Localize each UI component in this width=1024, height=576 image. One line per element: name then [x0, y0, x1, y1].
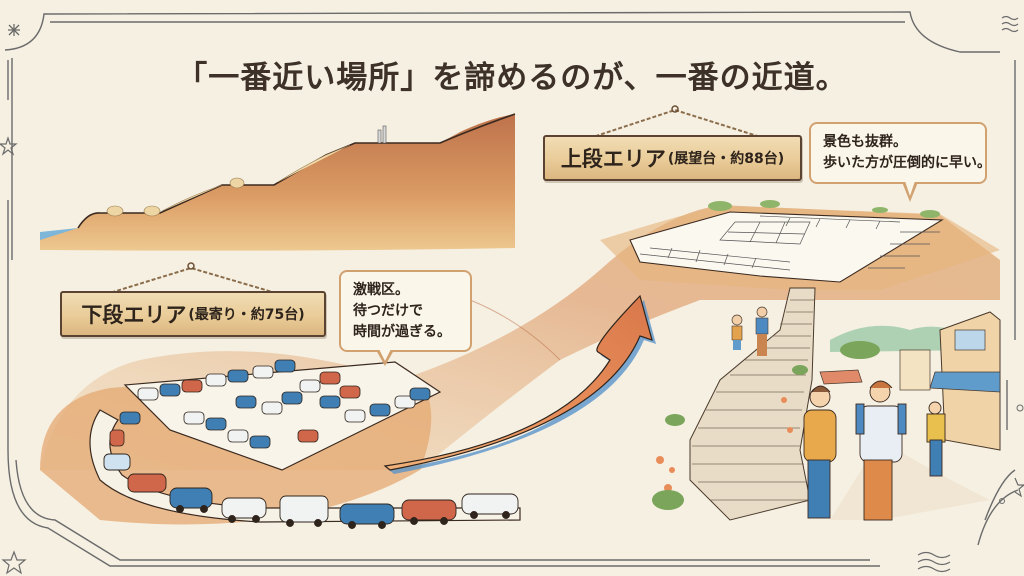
- shopping-street-icon: [819, 311, 1001, 520]
- lower-area-sign: 下段エリア (最寄り・約75台): [60, 291, 326, 337]
- hillside-cross-section-icon: [40, 113, 516, 251]
- upper-area-sign: 上段エリア (展望台・約88台): [543, 135, 802, 181]
- rope-icon: [99, 262, 287, 297]
- bubble-line: 歩いた方が圧倒的に早い。: [823, 155, 991, 171]
- lower-area-sign-capacity: (最寄り・約75台): [188, 307, 305, 323]
- lower-area-sign-title: 下段エリア: [81, 303, 187, 327]
- lower-area-speech-bubble: 激戦区。 待つだけで 時間が過ぎる。: [339, 270, 472, 352]
- bubble-line: 時間が過ぎる。: [353, 324, 451, 340]
- lower-parking-lot: [123, 361, 442, 471]
- bubble-line: 待つだけで: [353, 303, 423, 319]
- stone-stairs-icon: [652, 287, 816, 521]
- empty-parking-lot-icon: [600, 200, 1000, 290]
- upward-curved-arrow-icon: [383, 294, 656, 474]
- bubble-tail-inner: [379, 349, 391, 361]
- star-icon: [0, 136, 1024, 575]
- bubble-tail-inner: [905, 181, 915, 196]
- bubble-line: 激戦区。: [353, 282, 409, 298]
- upper-area-speech-bubble: 景色も抜群。 歩いた方が圧倒的に早い。: [809, 122, 991, 184]
- upper-area-sign-capacity: (展望台・約88台): [667, 151, 785, 167]
- hikers-icon: [803, 380, 946, 521]
- rope-icon: [583, 105, 771, 141]
- asterisk-icon: [8, 24, 20, 36]
- bubble-line: 景色も抜群。: [823, 134, 907, 150]
- upper-area-sign-title: 上段エリア: [560, 147, 666, 171]
- crowded-parking-lot-icon: [109, 359, 431, 449]
- page-title: 「一番近い場所」を諦めるのが、一番の近道。: [176, 60, 848, 96]
- car-queue-icon: [103, 453, 519, 529]
- decorative-frame: [4, 11, 1019, 567]
- wave-icon: [917, 15, 1019, 573]
